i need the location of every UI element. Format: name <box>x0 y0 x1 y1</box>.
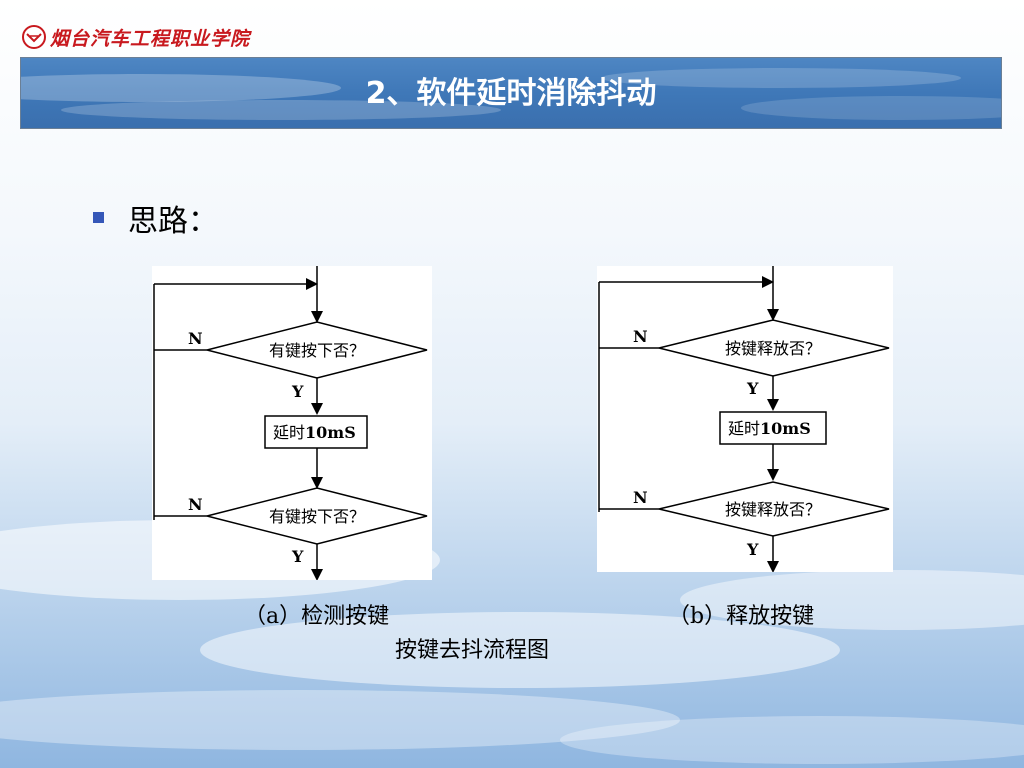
bullet-text: 思路： <box>128 204 218 239</box>
flowchart-b: 按键释放否？ N Y 延时10mS 按键释放否？ N Y <box>597 266 893 572</box>
delay-process-box <box>264 415 368 449</box>
no-label: N <box>633 327 648 346</box>
decision-1-diamond <box>658 319 890 377</box>
no-label: N <box>188 495 203 514</box>
decision-1-label: 有键按下否？ <box>269 341 365 360</box>
figure-caption: 按键去抖流程图 <box>395 638 550 663</box>
no-label: N <box>633 488 648 507</box>
banner-clouds <box>21 68 1001 120</box>
decision-2-diamond <box>206 487 428 545</box>
decision-1-diamond <box>206 321 428 379</box>
school-name: 烟台汽车工程职业学院 <box>50 27 251 50</box>
bullet-marker <box>93 212 104 223</box>
slide-title: 2、软件延时消除抖动 <box>365 76 657 111</box>
delay-label: 延时10mS <box>273 423 356 442</box>
yes-label: Y <box>746 540 759 559</box>
caption-a: （a）检测按键 <box>244 604 390 629</box>
caption-b: （b）释放按键 <box>668 604 815 629</box>
yes-label: Y <box>291 547 304 566</box>
decision-2-diamond <box>658 481 890 537</box>
no-label: N <box>188 329 203 348</box>
school-emblem-icon <box>22 25 46 49</box>
decision-1-label: 按键释放否？ <box>725 339 821 358</box>
delay-label: 延时10mS <box>728 419 811 438</box>
yes-label: Y <box>746 379 759 398</box>
flowchart-a: 有键按下否？ N Y 延时10mS 有键按下否？ N Y <box>152 266 432 580</box>
title-banner: 2、软件延时消除抖动 <box>20 57 1002 129</box>
yes-label: Y <box>291 382 304 401</box>
decision-2-label: 有键按下否？ <box>269 507 365 526</box>
school-logo: 烟台汽车工程职业学院 <box>22 24 250 50</box>
decision-2-label: 按键释放否？ <box>725 500 821 519</box>
